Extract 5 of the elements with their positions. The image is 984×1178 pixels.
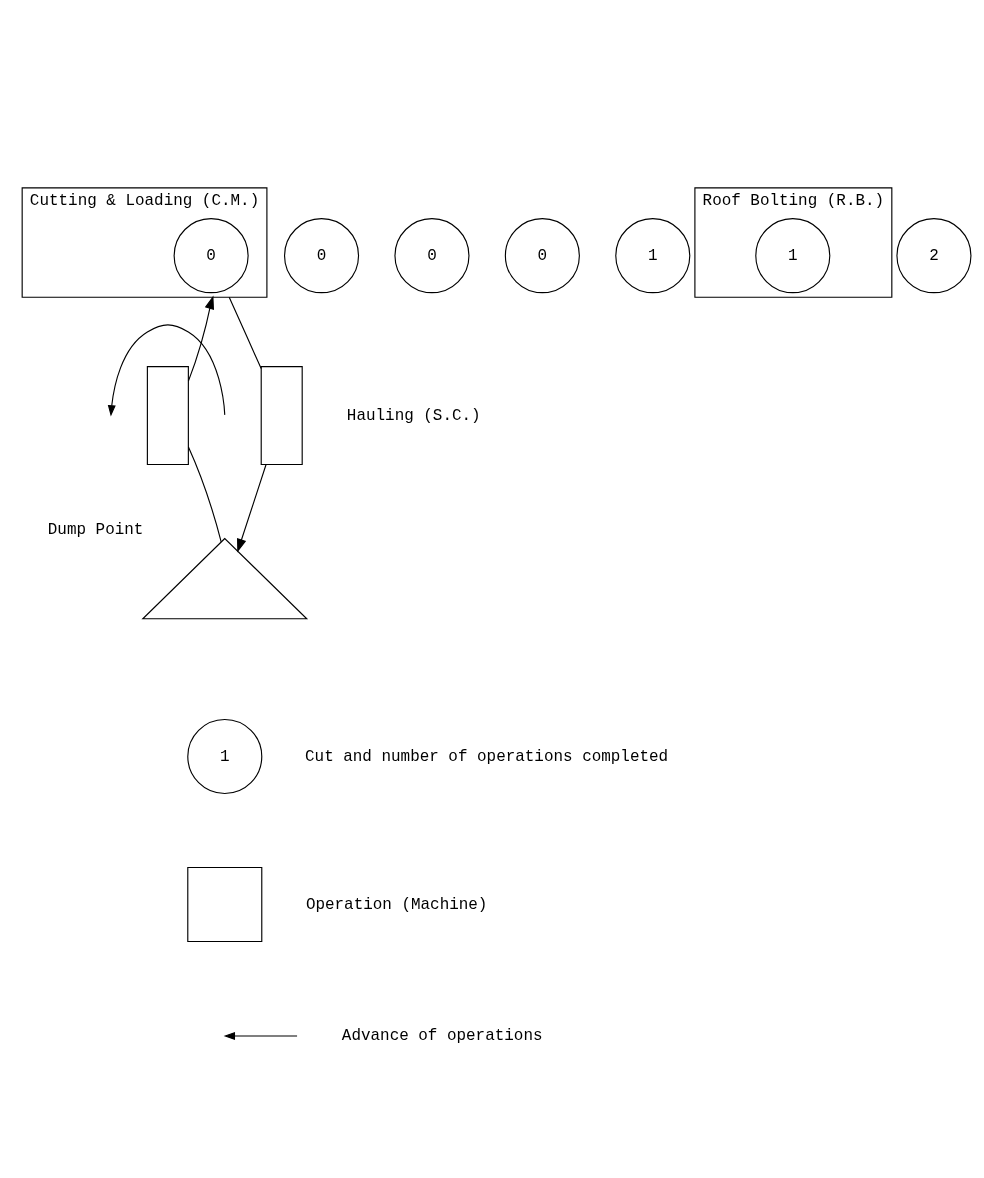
legend-label: Advance of operations bbox=[341, 1026, 543, 1045]
node-label: Dump Point bbox=[47, 520, 144, 539]
legend-label: Cut and number of operations completed bbox=[305, 747, 669, 766]
legend-label: Operation (Machine) bbox=[305, 895, 488, 914]
label: Hauling (S.C.) bbox=[346, 406, 481, 425]
